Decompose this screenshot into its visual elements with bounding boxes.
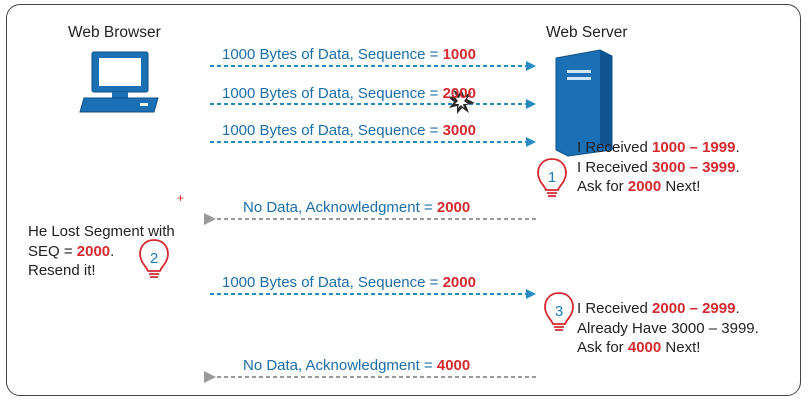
web-server-label: Web Server — [546, 24, 628, 41]
message-label-1: 1000 Bytes of Data, Sequence = 1000 — [222, 46, 476, 63]
bulb-number-1: 1 — [548, 169, 556, 186]
note-3-line-2: Already Have 3000 – 3999. — [577, 319, 759, 337]
note-3: I Received 2000 – 2999. Already Have 300… — [577, 299, 759, 358]
bulb-icon-2 — [139, 239, 169, 278]
message-label-5: 1000 Bytes of Data, Sequence = 2000 — [222, 274, 476, 291]
note-2-line-1: He Lost Segment with — [28, 223, 175, 240]
message-label-6: No Data, Acknowledgment = 4000 — [243, 357, 471, 374]
bulb-icon-3 — [544, 292, 574, 331]
bulb-number-3: 3 — [555, 303, 563, 320]
note-1-line-1: I Received 1000 – 1999. — [577, 139, 740, 156]
plus-mark: + — [177, 191, 184, 205]
note-2-line-3: Resend it! — [28, 262, 96, 279]
message-label-2: 1000 Bytes of Data, Sequence = 2000 — [222, 85, 476, 102]
server-icon — [555, 49, 613, 157]
bulb-number-2: 2 — [150, 250, 158, 267]
note-3-line-3: Ask for 4000 Next! — [577, 339, 701, 356]
note-1-line-3: Ask for 2000 Next! — [577, 178, 701, 195]
web-browser-label: Web Browser — [68, 24, 161, 41]
message-label-4: No Data, Acknowledgment = 2000 — [243, 199, 471, 216]
computer-icon — [79, 51, 159, 113]
message-label-3: 1000 Bytes of Data, Sequence = 3000 — [222, 122, 476, 139]
bulb-icon-1 — [537, 158, 567, 197]
note-1-line-2: I Received 3000 – 3999. — [577, 158, 740, 176]
note-1: I Received 1000 – 1999. I Received 3000 … — [577, 138, 740, 197]
note-3-line-1: I Received 2000 – 2999. — [577, 300, 740, 317]
note-2: He Lost Segment with SEQ = 2000. Resend … — [28, 222, 175, 281]
packet-loss-burst-icon — [448, 88, 475, 114]
note-2-line-2: SEQ = 2000. — [28, 242, 115, 260]
